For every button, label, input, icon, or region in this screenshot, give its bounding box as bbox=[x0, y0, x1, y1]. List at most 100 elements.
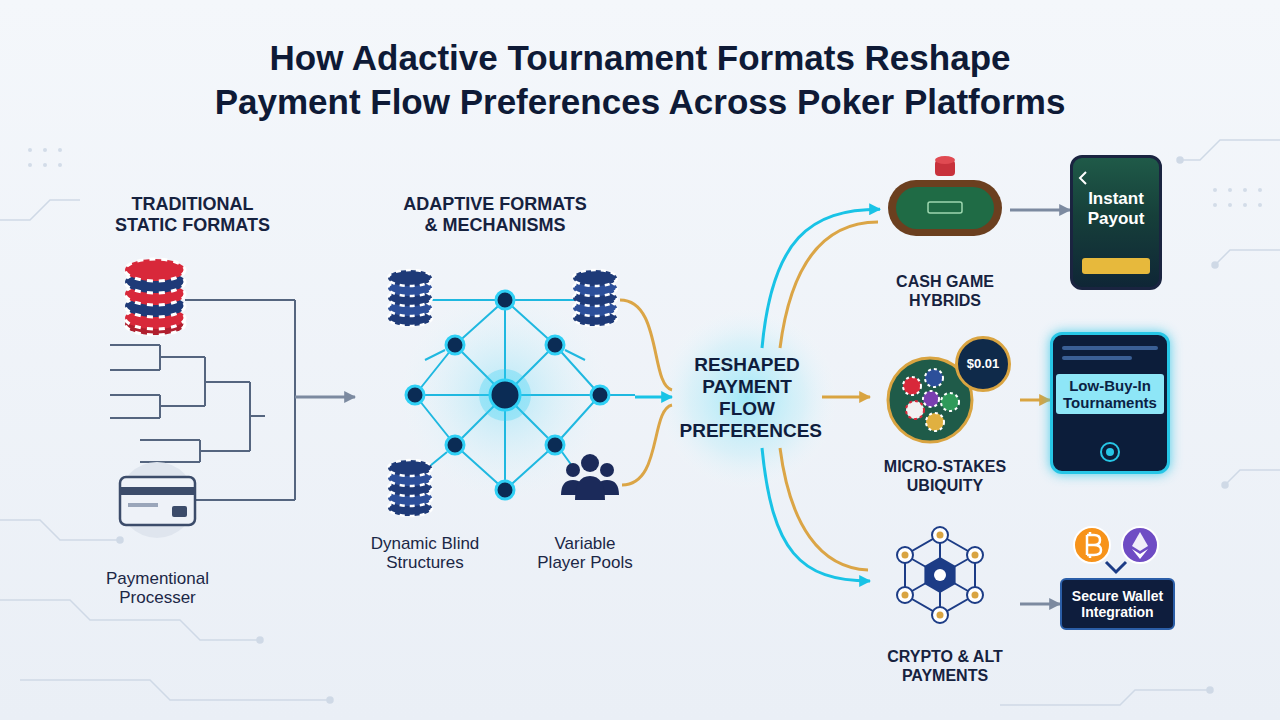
flow-arrow bbox=[762, 448, 870, 581]
adaptive-network bbox=[446, 436, 464, 454]
crypto-network-icon bbox=[897, 527, 983, 623]
adaptive-network bbox=[479, 369, 531, 421]
node-text: ADAPTIVE FORMATS & MECHANISMS bbox=[395, 190, 595, 235]
dot-grid bbox=[43, 148, 47, 152]
adaptive-network bbox=[546, 336, 564, 354]
circuit-lines bbox=[0, 520, 120, 540]
chip-stack bbox=[573, 270, 617, 286]
crypto-network-icon bbox=[905, 535, 975, 615]
title-area: How Adactive Tournament Formats Reshape … bbox=[90, 36, 1190, 124]
dot-grid bbox=[1258, 188, 1262, 192]
adaptive-network bbox=[415, 300, 600, 490]
diagram-title: How Adactive Tournament Formats Reshape … bbox=[140, 36, 1140, 124]
gold-flow bbox=[620, 222, 878, 570]
circuit-lines bbox=[1222, 482, 1228, 488]
node-text: Secure Wallet Integration bbox=[1063, 588, 1173, 620]
tournament-bracket bbox=[110, 395, 205, 418]
icon-node: CRYPTO & ALT PAYMENTS bbox=[870, 525, 1020, 685]
crypto-network-icon bbox=[897, 547, 913, 563]
tournament-bracket bbox=[195, 499, 295, 501]
ethereum-coin bbox=[1132, 532, 1148, 551]
flow-arrow bbox=[1020, 399, 1050, 402]
flow-arrow bbox=[1010, 209, 1070, 212]
people-icon bbox=[581, 454, 599, 472]
adaptive-network bbox=[406, 386, 424, 404]
circuit-lines bbox=[1000, 690, 1210, 705]
phone-button-bar bbox=[1082, 258, 1150, 274]
ethereum-coin bbox=[1122, 527, 1158, 563]
bitcoin-coin bbox=[1074, 527, 1110, 563]
phone-button bbox=[1106, 448, 1114, 456]
ethereum-coin bbox=[1122, 527, 1158, 563]
crypto-network-icon bbox=[902, 532, 979, 619]
card-icon bbox=[120, 477, 195, 525]
phone-button bbox=[1101, 443, 1119, 461]
flow-arrow bbox=[295, 396, 355, 399]
chip-stack bbox=[125, 259, 185, 335]
circuit-lines bbox=[1212, 262, 1218, 268]
phone-line bbox=[1062, 356, 1132, 360]
poker-table-icon bbox=[935, 156, 955, 164]
people-icon bbox=[561, 454, 619, 500]
circuit-lines bbox=[1215, 250, 1280, 265]
ethereum-coin bbox=[1132, 549, 1148, 559]
dot-grid bbox=[28, 163, 32, 167]
gold-flow bbox=[622, 405, 672, 485]
adaptive-network bbox=[546, 436, 564, 454]
circuit-lines bbox=[1177, 157, 1183, 163]
flow-arrow bbox=[762, 209, 880, 348]
circuit-lines bbox=[20, 680, 330, 700]
card-icon bbox=[120, 487, 195, 495]
circuit-lines bbox=[1207, 687, 1213, 693]
crypto-network-icon bbox=[905, 535, 975, 615]
dot-grid bbox=[1258, 203, 1262, 207]
crypto-network-icon bbox=[972, 592, 979, 599]
crypto-network-icon bbox=[937, 532, 944, 539]
micro-chips-icon bbox=[923, 391, 939, 407]
phone-back-arrow bbox=[1080, 172, 1086, 184]
dot-grid bbox=[28, 148, 32, 152]
tournament-bracket bbox=[140, 440, 250, 462]
poker-table-icon bbox=[928, 202, 962, 213]
tournament-bracket bbox=[185, 299, 295, 301]
people-icon bbox=[600, 463, 614, 477]
crypto-network-icon bbox=[934, 569, 946, 581]
adaptive-network bbox=[446, 336, 464, 354]
micro-chips-icon bbox=[926, 413, 944, 431]
dot-grid bbox=[1213, 203, 1217, 207]
price-badge: $0.01 bbox=[955, 336, 1011, 392]
circuit-lines bbox=[0, 200, 80, 220]
icon-node: Paymentional Processer bbox=[95, 465, 220, 610]
card-icon bbox=[128, 503, 158, 507]
dot-grid bbox=[1243, 188, 1247, 192]
people-icon bbox=[566, 463, 580, 477]
adaptive-network bbox=[415, 300, 635, 490]
micro-chips-icon bbox=[925, 369, 943, 387]
icon-node: Dynamic Blind Structures bbox=[355, 450, 495, 575]
column-group: ADAPTIVE FORMATS & MECHANISMS Dynamic Bli… bbox=[355, 190, 635, 585]
hub-node: RESHAPED PAYMENT FLOW PREFERENCES bbox=[672, 348, 822, 448]
dot-grid bbox=[1213, 188, 1217, 192]
dot-grid bbox=[58, 148, 62, 152]
crypto-network-icon bbox=[932, 607, 948, 623]
micro-chips-icon bbox=[903, 377, 921, 395]
adaptive-network bbox=[490, 380, 520, 410]
crypto-network-icon bbox=[924, 557, 955, 593]
crypto-network-icon bbox=[902, 552, 909, 559]
tournament-bracket bbox=[110, 345, 205, 370]
crypto-network-icon bbox=[937, 612, 944, 619]
crypto-network-icon bbox=[897, 587, 913, 603]
gold-flow bbox=[620, 300, 672, 390]
chip-stack bbox=[388, 270, 617, 516]
people-icon bbox=[575, 476, 605, 500]
tournament-bracket bbox=[250, 382, 265, 451]
column-group: TRADITIONAL STATIC FORMATSPaymentional P… bbox=[90, 190, 295, 615]
node-text: CASH GAME HYBRIDS bbox=[880, 273, 1010, 310]
chip-stack bbox=[388, 460, 432, 476]
flow-arrow bbox=[635, 396, 672, 399]
phone-screen: Low-Buy-In Tournaments bbox=[1050, 332, 1170, 474]
flow-arrow bbox=[1020, 603, 1060, 606]
phone-line bbox=[1062, 346, 1158, 350]
dot-grid bbox=[1228, 203, 1232, 207]
node-text: Variable Player Pools bbox=[535, 530, 635, 575]
